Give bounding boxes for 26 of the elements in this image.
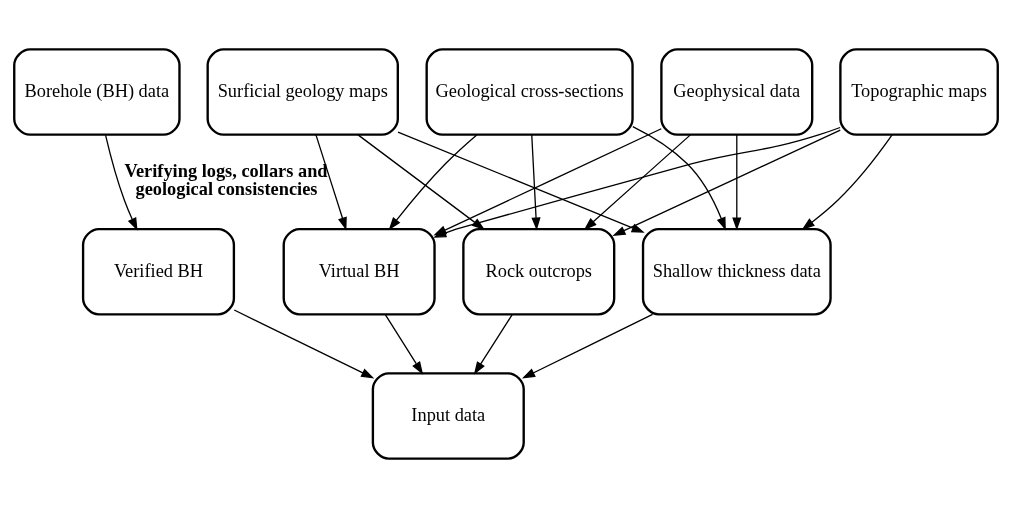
arrow (233, 308, 374, 378)
node-box: Shallow thickness data (641, 227, 832, 315)
node-box: Virtual BH (282, 227, 436, 315)
node-box: Geological cross-sections (425, 47, 634, 136)
arrow (530, 133, 541, 230)
arrow (384, 313, 423, 375)
arrow (356, 133, 485, 230)
node-box: Borehole (BH) data (12, 47, 181, 136)
arrow (731, 133, 741, 230)
arrow (631, 125, 726, 230)
arrow (473, 313, 513, 375)
arrow (801, 133, 893, 230)
node-box: Surficial geology maps (206, 47, 399, 136)
node-box: Verified BH (81, 227, 235, 315)
arrow (314, 133, 347, 230)
arrow (611, 128, 841, 236)
arrow (583, 133, 691, 230)
arrow (521, 313, 653, 378)
node-box: Geophysical data (659, 47, 813, 136)
edge-label: Verifying logs, collars and geological consistencies (123, 160, 328, 199)
node-box: Rock outcrops (461, 227, 615, 315)
arrow (396, 131, 645, 233)
node-box: Input data (371, 371, 525, 460)
node-box: Topographic maps (838, 47, 999, 136)
arrow (388, 133, 477, 230)
arrow (104, 133, 138, 231)
